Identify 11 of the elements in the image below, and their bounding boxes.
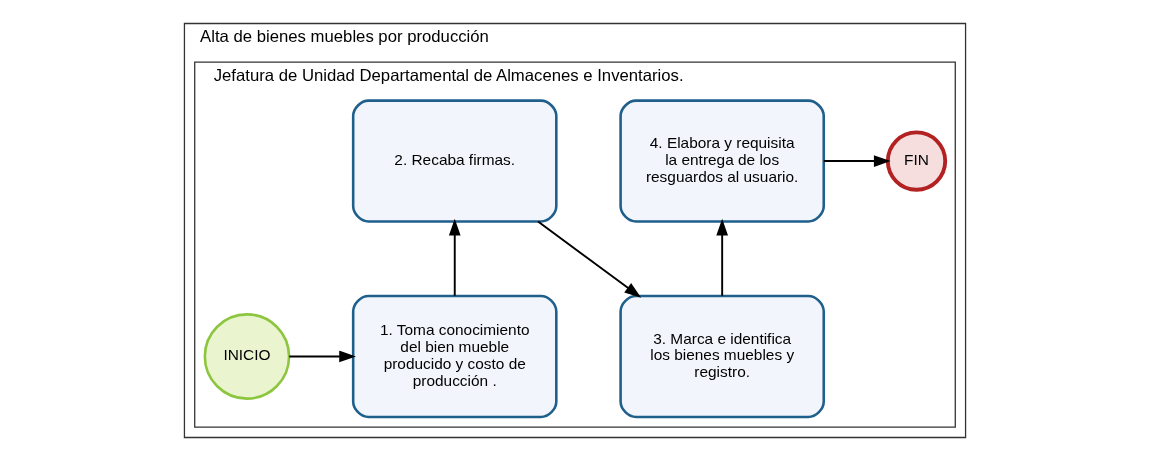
node-box: 3. Marca e identifica los bienes muebles y registro. [618, 294, 825, 419]
arrow [287, 350, 356, 363]
node-circle: FIN [885, 130, 947, 192]
arrow [715, 218, 728, 297]
node-box: 1. Toma conocimiento del bien mueble producido y costo de producción . [351, 294, 558, 419]
arrow [448, 218, 461, 297]
node-circle: INICIO [203, 313, 290, 400]
arrow [822, 155, 891, 167]
node-box: 2. Recaba firmas. [351, 99, 558, 223]
node-box: 4. Elabora y requisita la entrega de los resguardos al usuario. [618, 99, 825, 223]
arrow [536, 220, 641, 298]
